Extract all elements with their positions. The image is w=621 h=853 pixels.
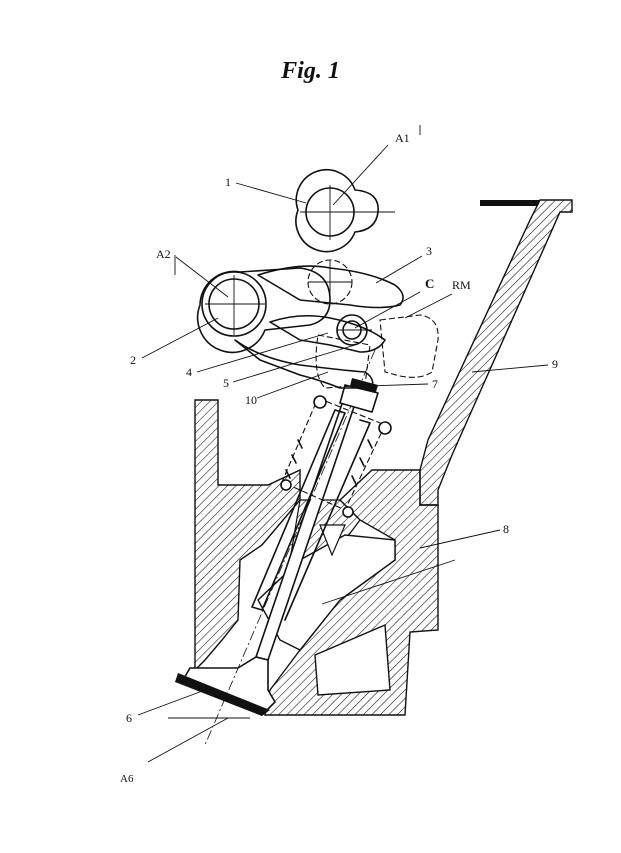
label-a2: A2 xyxy=(156,247,171,261)
label-a1: A1 xyxy=(395,131,410,145)
cam-lobe-2 xyxy=(198,268,330,352)
label-2: 2 xyxy=(130,353,136,367)
leader-c xyxy=(355,292,420,328)
leader-rm xyxy=(405,294,452,318)
label-4: 4 xyxy=(186,365,192,379)
spring-top-left xyxy=(314,396,326,408)
label-10: 10 xyxy=(245,393,257,407)
head-top-flange xyxy=(480,200,540,206)
camshaft-1 xyxy=(296,170,395,252)
label-7: 7 xyxy=(432,377,438,391)
leader-a2 xyxy=(176,257,228,297)
leader-2 xyxy=(142,318,218,358)
leader-a6 xyxy=(148,718,228,762)
leader-a1 xyxy=(333,145,388,205)
leader-1 xyxy=(236,183,306,203)
head-wall-9 xyxy=(420,200,572,505)
label-6: 6 xyxy=(126,711,132,725)
label-8: 8 xyxy=(503,522,509,536)
spring-bottom-right xyxy=(343,507,353,517)
label-3: 3 xyxy=(426,244,432,258)
cam-lobe-1 xyxy=(296,170,378,252)
label-9: 9 xyxy=(552,357,558,371)
spring-top-right xyxy=(379,422,391,434)
label-a6: A6 xyxy=(120,773,134,785)
label-c: C xyxy=(425,276,434,291)
rm-region xyxy=(380,315,438,377)
label-1: 1 xyxy=(225,175,231,189)
leader-3 xyxy=(376,256,422,283)
label-rm: RM xyxy=(452,278,471,292)
leader-6 xyxy=(138,690,205,715)
label-5: 5 xyxy=(223,376,229,390)
camshaft-2 xyxy=(198,268,330,352)
spring-bottom-left xyxy=(281,480,291,490)
leader-10 xyxy=(257,372,328,398)
